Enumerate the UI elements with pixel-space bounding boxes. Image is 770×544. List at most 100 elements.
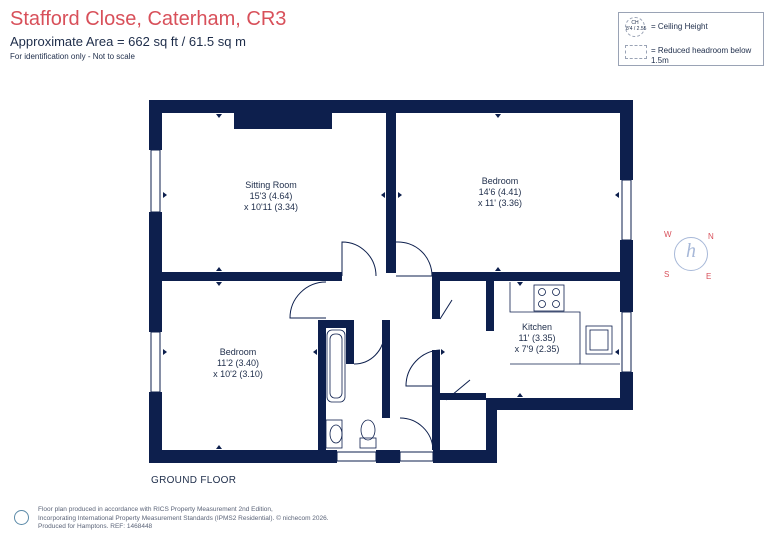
ceiling-height-symbol: CH 8'4 / 2.55: [626, 20, 647, 32]
arrow-kitchen-left: [441, 349, 445, 355]
floor-label: GROUND FLOOR: [151, 475, 237, 486]
wall-right-upper: [620, 100, 633, 180]
wall-sitting-bottom: [162, 272, 342, 281]
wall-store-top: [440, 393, 486, 400]
bathtub: [326, 329, 346, 403]
room-sitting-dim1: 15'3 (4.64): [249, 191, 293, 201]
door-bedroom1: [395, 241, 433, 277]
wall-kitchen-divider: [486, 281, 494, 331]
room-bedroom2-name: Bedroom: [219, 347, 257, 357]
page-title: Stafford Close, Caterham, CR3: [10, 8, 287, 30]
room-sitting-dim2: x 10'11 (3.34): [243, 202, 299, 212]
window-bedroom2: [150, 331, 161, 393]
compass-ring: [674, 237, 708, 271]
door-sitting: [341, 241, 377, 277]
toilet-cistern: [359, 437, 377, 449]
footer-line-3: Produced for Hamptons. REF: 1468448: [38, 523, 153, 530]
wall-left-upper: [149, 100, 162, 150]
compass-west: W: [664, 230, 672, 239]
wall-partition-vertical: [386, 113, 396, 273]
window-bedroom1: [621, 179, 632, 241]
room-bedroom1-dim1: 14'6 (4.41): [478, 187, 522, 197]
door-cupboard: [439, 299, 453, 320]
measurement-arrows: [163, 114, 619, 449]
wall-cupboard: [432, 281, 440, 319]
door-bathroom: [353, 333, 385, 365]
room-kitchen-dim1: 11' (3.35): [518, 333, 556, 343]
toilet-bowl: [360, 419, 376, 441]
arrow-bedroom1-bottom: [495, 267, 501, 271]
wall-bath-top: [318, 320, 354, 328]
washbasin: [329, 424, 343, 444]
wall-bath-right: [382, 320, 390, 418]
compass-east: E: [706, 272, 712, 281]
window-hall: [399, 451, 434, 462]
arrow-sitting-bottom: [216, 267, 222, 271]
room-bedroom2: Bedroom 11'2 (3.40) x 10'2 (3.10): [213, 347, 263, 380]
arrow-sitting-left: [163, 192, 167, 198]
scale-note: For identification only - Not to scale: [10, 52, 135, 61]
room-bedroom1-dim2: x 11' (3.36): [477, 198, 523, 208]
wall-kitchen-left: [432, 350, 440, 450]
room-kitchen-name: Kitchen: [521, 322, 553, 332]
approximate-area: Approximate Area = 662 sq ft / 61.5 sq m: [10, 34, 246, 49]
sink: [585, 325, 613, 355]
arrow-bedroom2-top: [216, 282, 222, 286]
ceiling-height-label: = Ceiling Height: [651, 22, 708, 31]
room-bedroom2-dim2: x 10'2 (3.10): [213, 369, 263, 379]
hob-ring-2: [552, 288, 560, 296]
bathtub-inner: [329, 333, 343, 399]
room-bedroom1-name: Bedroom: [481, 176, 519, 186]
arrow-bedroom2-left: [163, 349, 167, 355]
arrow-bedroom1-right: [615, 192, 619, 198]
arrow-bedroom1-left: [398, 192, 402, 198]
wall-top: [149, 100, 633, 113]
arrow-bedroom2-bottom: [216, 445, 222, 449]
door-kitchen: [405, 349, 441, 387]
footer-line-1: Floor plan produced in accordance with R…: [38, 506, 273, 513]
room-sitting-name: Sitting Room: [245, 180, 297, 190]
room-sitting: Sitting Room 15'3 (4.64) x 10'11 (3.34): [244, 180, 298, 213]
wall-bottom-bath: [376, 450, 400, 463]
compass-south: S: [664, 270, 670, 279]
walls: [149, 100, 633, 463]
window-sitting: [150, 149, 161, 213]
reduced-headroom-label: = Reduced headroom below 1.5m: [651, 46, 752, 65]
hob-ring-4: [552, 300, 560, 308]
room-kitchen: Kitchen 11' (3.35) x 7'9 (2.35): [515, 322, 560, 355]
door-swings: [289, 241, 471, 451]
footer-line-2: Incorporating International Property Mea…: [38, 514, 329, 522]
wall-kitchen-step: [486, 398, 497, 463]
washbasin-unit: [325, 419, 343, 449]
wall-kitchen-bottom: [486, 398, 633, 410]
arrow-bedroom1-top: [495, 114, 501, 118]
door-store: [445, 379, 471, 401]
kitchen-fixtures: [509, 282, 620, 365]
wall-bedroom2-right: [318, 320, 326, 462]
bathroom-fixtures: [325, 329, 377, 449]
compass: h W N S E: [660, 230, 720, 284]
hob-ring-1: [538, 288, 546, 296]
sink-bowl: [589, 329, 609, 351]
arrow-kitchen-top: [517, 282, 523, 286]
arrow-kitchen-bottom: [517, 393, 523, 397]
arrow-bedroom2-right: [313, 349, 317, 355]
window-bathroom: [336, 451, 377, 462]
windows: [150, 149, 632, 462]
worktop-outline: [509, 282, 620, 365]
wall-left-lower: [149, 392, 162, 462]
ceiling-height-icon: CH 8'4 / 2.55: [625, 17, 647, 37]
reduced-headroom-icon: [625, 45, 647, 59]
legend-box: CH 8'4 / 2.55 = Ceiling Height = Reduced…: [618, 12, 764, 66]
wall-left-middle: [149, 212, 162, 332]
wall-bottom-right: [433, 450, 497, 463]
room-bedroom1: Bedroom 14'6 (4.41) x 11' (3.36): [478, 176, 522, 209]
arrow-sitting-right: [381, 192, 385, 198]
hob-ring-3: [538, 300, 546, 308]
room-kitchen-dim2: x 7'9 (2.35): [514, 344, 560, 354]
rics-logo-icon: [14, 510, 29, 525]
compass-north: N: [708, 232, 714, 241]
chimney-breast: [234, 113, 332, 129]
hob: [533, 284, 565, 312]
wall-bath-right-upper: [346, 320, 354, 364]
